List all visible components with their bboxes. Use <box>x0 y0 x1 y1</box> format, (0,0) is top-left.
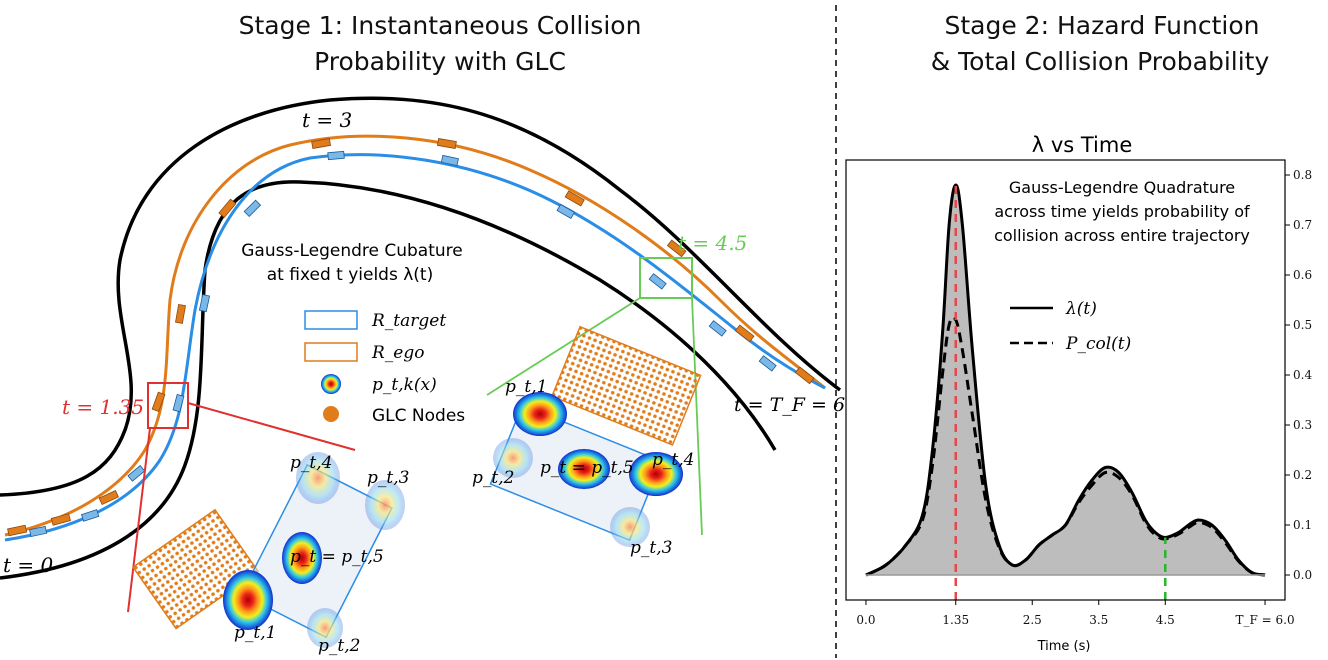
legend-nodes-label: GLC Nodes <box>372 406 465 426</box>
zoom-box-t135 <box>147 382 189 429</box>
x-axis-ticks: 0.0 1.35 2.5 3.5 4.5 T_F = 6.0 <box>856 600 1295 627</box>
density-right-3 <box>610 507 650 547</box>
plot-frame <box>845 159 1286 601</box>
zoom-line-red-top <box>187 402 356 451</box>
stage1-panel: Stage 1: Instantaneous Collision Probabi… <box>0 11 845 656</box>
ego-trajectory <box>4 134 826 537</box>
zoom-right-label-4: p_t,2 <box>472 468 514 488</box>
y-tick-label: 0.3 <box>1293 418 1312 432</box>
y-tick-label: 0.5 <box>1293 318 1312 332</box>
y-tick-label: 0.6 <box>1293 268 1312 282</box>
ego-node-grid-right <box>551 325 702 446</box>
target-vehicle-markers <box>29 150 777 538</box>
y-tick-label: 0.7 <box>1293 218 1312 232</box>
density-right-1 <box>513 392 567 436</box>
density-right-2 <box>493 438 533 478</box>
legend-density-label: p_t,k(x) <box>372 375 437 395</box>
legend-ego-swatch <box>304 342 358 362</box>
time-label-t135: t = 1.35 <box>62 395 144 419</box>
legend-target-label: R_target <box>371 311 446 331</box>
density-left-2 <box>307 608 343 648</box>
target-trajectory <box>4 153 826 542</box>
zoom-line-green-right <box>691 297 703 536</box>
annotation-line3: collision across entire trajectory <box>994 226 1250 245</box>
legend-pcol-label: P_col(t) <box>1065 334 1131 354</box>
chart-title: λ vs Time <box>1032 133 1133 157</box>
zoom-right-label-5: p_t,3 <box>630 538 672 558</box>
y-tick-label: 0.0 <box>1293 568 1312 582</box>
zoom-left-label-4: p_t,1 <box>234 623 276 643</box>
annotation-line1: Gauss-Legendre Quadrature <box>1009 178 1235 197</box>
cubature-note-line2: at fixed t yields λ(t) <box>267 265 433 285</box>
y-tick-label: 0.4 <box>1293 368 1312 382</box>
density-right-5 <box>558 449 610 489</box>
density-left-4 <box>296 452 340 504</box>
y-axis-ticks: 0.0 0.1 0.2 0.3 0.4 0.5 0.6 0.7 0.8 <box>1285 168 1312 582</box>
zoom-inset-t45: p_t,1 p_t,4 p_t = p_t,5 p_t,2 p_t,3 <box>472 325 702 558</box>
time-label-t45: t = 4.5 <box>678 231 747 255</box>
y-tick-label: 0.1 <box>1293 518 1312 532</box>
stage2-panel: Stage 2: Hazard Function & Total Collisi… <box>845 11 1312 654</box>
chart-legend: λ(t) P_col(t) <box>1010 299 1131 354</box>
pcol-series-line <box>865 315 1266 577</box>
time-label-tf: t = T_F = 6 <box>734 394 845 416</box>
x-tick-label: 2.5 <box>1023 613 1042 627</box>
stage1-title-line2: Probability with GLC <box>314 47 566 76</box>
zoom-left-label-5: p_t,2 <box>318 636 360 656</box>
x-axis-label: Time (s) <box>1037 639 1091 654</box>
zoom-left-label-3: p_t = p_t,5 <box>290 547 384 567</box>
y-tick-label: 0.8 <box>1293 168 1312 182</box>
ego-node-grid-left <box>132 508 260 630</box>
density-left-5 <box>282 532 322 584</box>
density-right-4 <box>629 452 683 496</box>
zoom-inset-t135: p_t,4 p_t,3 p_t = p_t,5 p_t,1 p_t,2 <box>132 452 409 656</box>
stage2-title-line1: Stage 2: Hazard Function <box>944 11 1259 40</box>
legend-ego-label: R_ego <box>371 343 424 363</box>
legend-nodes-swatch <box>323 406 339 422</box>
density-left-3 <box>365 480 405 530</box>
legend-density-swatch <box>321 374 341 394</box>
stage2-title-line2: & Total Collision Probability <box>931 47 1270 76</box>
density-left-1 <box>223 570 273 630</box>
hazard-chart: 0.0 0.1 0.2 0.3 0.4 0.5 0.6 0.7 0.8 0.0 1.35 2.5 3.… <box>845 159 1312 627</box>
zoom-box-t45 <box>639 257 693 299</box>
cubature-note-line1: Gauss-Legendre Cubature <box>241 241 463 261</box>
x-tick-label: 0.0 <box>856 613 875 627</box>
zoom-right-label-1: p_t,1 <box>505 377 547 397</box>
x-tick-label: 4.5 <box>1156 613 1175 627</box>
x-tick-label: 3.5 <box>1089 613 1108 627</box>
time-label-t3: t = 3 <box>302 108 352 132</box>
x-tick-label: 1.35 <box>942 613 969 627</box>
zoom-right-label-3: p_t = p_t,5 <box>540 458 634 478</box>
zoom-left-label-1: p_t,4 <box>290 453 332 473</box>
zoom-line-red-bottom <box>127 427 151 613</box>
x-tick-label: T_F = 6.0 <box>1235 613 1294 627</box>
y-tick-label: 0.2 <box>1293 468 1312 482</box>
ego-vehicle-markers <box>7 138 815 537</box>
zoom-right-label-2: p_t,4 <box>652 450 694 470</box>
stage1-legend: R_target R_ego p_t,k(x) GLC Nodes <box>304 310 465 426</box>
annotation-line2: across time yields probability of <box>994 202 1250 221</box>
road-outer-boundary <box>0 96 842 497</box>
legend-target-swatch <box>304 310 358 330</box>
legend-lambda-label: λ(t) <box>1065 299 1097 319</box>
zoom-line-green-left <box>486 297 641 396</box>
stage1-title-line1: Stage 1: Instantaneous Collision <box>239 11 642 40</box>
time-label-t0: t = 0 <box>3 553 54 577</box>
zoom-left-label-2: p_t,3 <box>367 468 409 488</box>
